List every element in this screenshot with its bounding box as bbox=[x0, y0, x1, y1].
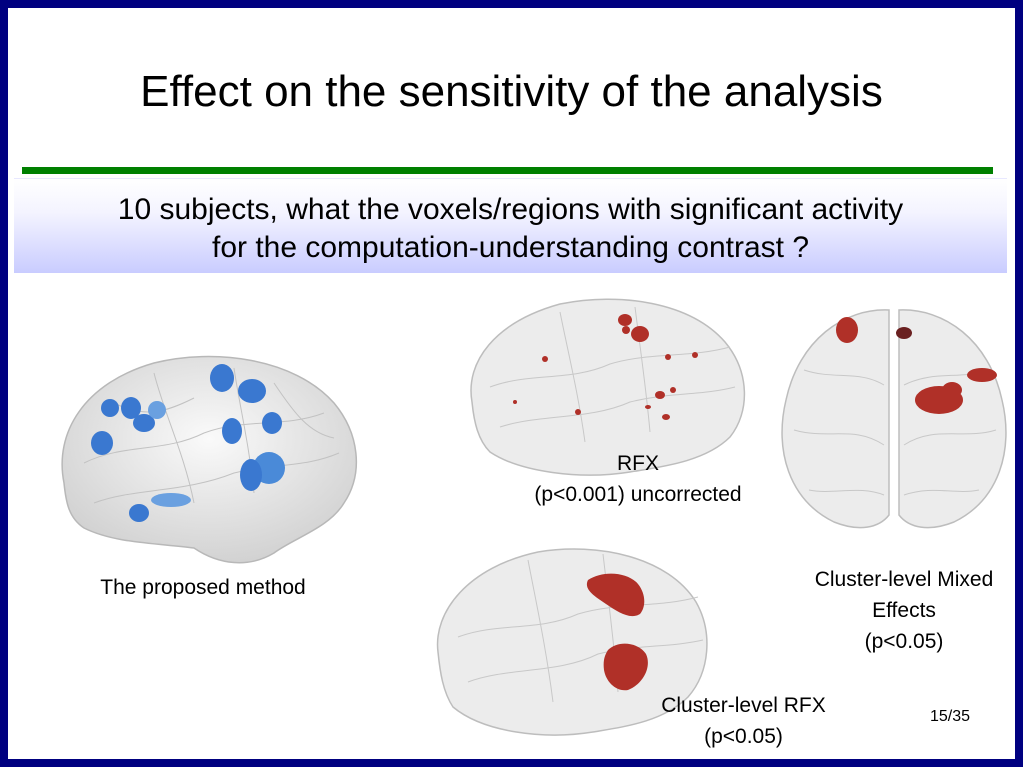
rfx-caption-line-1: RFX bbox=[617, 452, 659, 475]
question-line-1: 10 subjects, what the voxels/regions wit… bbox=[117, 193, 904, 226]
proposed-method-brain-image bbox=[61, 355, 357, 564]
mixed-effects-activation-blobs bbox=[836, 317, 997, 414]
cluster-rfx-caption: Cluster-level RFX (p<0.05) bbox=[616, 690, 871, 752]
title-divider bbox=[22, 167, 993, 174]
rfx-caption-line-2: (p<0.001) uncorrected bbox=[534, 483, 742, 506]
slide-title: Effect on the sensitivity of the analysi… bbox=[140, 67, 883, 116]
cluster-rfx-activation-blobs bbox=[586, 573, 648, 691]
proposed-method-caption: The proposed method bbox=[100, 576, 306, 599]
page-number: 15/35 bbox=[930, 708, 971, 725]
proposed-activation-blobs bbox=[91, 364, 285, 522]
rfx-uncorrected-brain-image bbox=[470, 298, 746, 476]
rfx-activation-spots bbox=[513, 314, 698, 420]
mixed-effects-brain-image bbox=[781, 309, 1007, 529]
mixed-caption-line-1: Cluster-level Mixed bbox=[814, 568, 994, 591]
rfx-caption: RFX (p<0.001) uncorrected bbox=[498, 448, 778, 510]
mixed-effects-caption: Cluster-level Mixed Effects (p<0.05) bbox=[784, 564, 1015, 657]
question-line-2: for the computation-understanding contra… bbox=[211, 231, 810, 264]
cluster-rfx-caption-line-2: (p<0.05) bbox=[704, 725, 783, 748]
question-banner: 10 subjects, what the voxels/regions wit… bbox=[14, 178, 1007, 273]
mixed-caption-line-3: (p<0.05) bbox=[864, 630, 944, 653]
mixed-caption-line-2: Effects bbox=[872, 599, 936, 622]
cluster-rfx-brain-image bbox=[436, 548, 708, 736]
cluster-rfx-caption-line-1: Cluster-level RFX bbox=[661, 694, 826, 717]
